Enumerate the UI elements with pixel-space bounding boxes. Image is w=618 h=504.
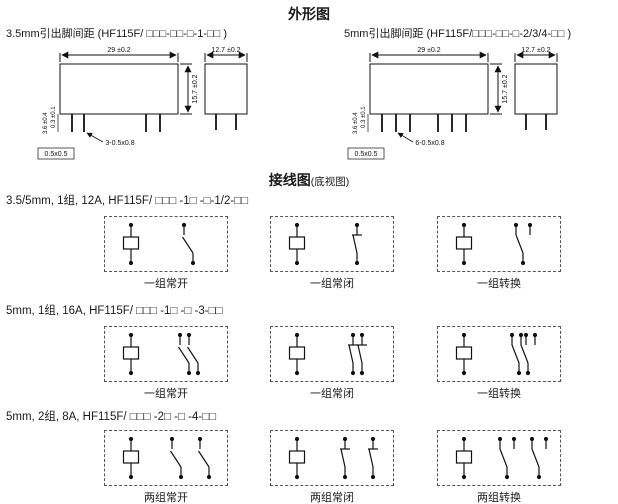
dim-pin-cross-left: 0.5x0.5 [45, 151, 68, 158]
wiring-caption-2b: 一组常闭 [310, 388, 354, 400]
wiring-diagram-16a-no [104, 326, 228, 382]
coil-symbol [122, 222, 140, 266]
outline-front-view-3p5mm: 29 ±0.2 15.7 ±0.2 3.6 ±0.4 0.3 ±0.1 3-0.… [37, 47, 199, 160]
dim-body-width: 29 ±0.2 [107, 47, 130, 54]
wiring-row3-label: 5mm, 2组, 8A, HF115F/ □□□ -2□ -□ -4-□□ [6, 411, 217, 423]
wiring-diagram-2form-c [437, 430, 561, 486]
dim-side-width: 12.7 ±0.2 [211, 47, 240, 54]
nc-contact-symbol [347, 332, 359, 376]
wiring-caption-1b: 一组常闭 [310, 278, 354, 290]
outline-front-view-5mm: 29 ±0.2 15.7 ±0.2 3.6 ±0.4 0.3 ±0.1 6-0.… [347, 47, 509, 160]
wiring-caption-2c: 一组转换 [477, 388, 521, 400]
nc-contact-symbol [367, 436, 379, 480]
dim-pin-length: 3.6 ±0.4 [43, 112, 49, 134]
wiring-diagram-1form-a [104, 216, 228, 272]
dim-height-2: 15.7 ±0.2 [502, 74, 509, 103]
coil-symbol [455, 222, 473, 266]
wiring-title-text: 接线图 [268, 172, 311, 188]
wiring-row1-label: 3.5/5mm, 1组, 12A, HF115F/ □□□ -1□ -□-1/2… [6, 195, 249, 207]
wiring-diagram-1form-b [270, 216, 394, 272]
outline-section-title: 外形图 [288, 6, 330, 22]
no-contact-symbol [169, 436, 184, 480]
co-contact-symbol [509, 332, 529, 376]
coil-symbol [122, 436, 140, 480]
dim-standoff: 0.3 ±0.1 [51, 106, 57, 128]
coil-symbol [455, 436, 473, 480]
no-contact-symbol [197, 436, 212, 480]
coil-symbol [122, 332, 140, 376]
dim-body-width-2: 29 ±0.2 [417, 47, 440, 54]
wiring-caption-2a: 一组常开 [144, 388, 188, 400]
wiring-caption-3a: 两组常开 [144, 492, 188, 504]
wiring-diagram-2form-a [104, 430, 228, 486]
outline-side-view-3p5mm: 12.7 ±0.2 [204, 47, 248, 130]
dim-side-width-2: 12.7 ±0.2 [521, 47, 550, 54]
coil-symbol [288, 332, 306, 376]
wiring-caption-3c: 两组转换 [477, 492, 521, 504]
dim-height: 15.7 ±0.2 [192, 74, 199, 103]
wiring-caption-1a: 一组常开 [144, 278, 188, 290]
wiring-caption-1c: 一组转换 [477, 278, 521, 290]
dim-standoff-2: 0.3 ±0.1 [361, 106, 367, 128]
nc-contact-symbol [339, 436, 351, 480]
nc-contact-symbol [356, 332, 368, 376]
dim-pin-length-2: 3.6 ±0.4 [353, 112, 359, 134]
wiring-diagram-16a-co [437, 326, 561, 382]
wiring-diagram-16a-nc [270, 326, 394, 382]
outline-left-label: 3.5mm引出脚间距 (HF115F/ □□□-□□-□-1-□□ ) [6, 28, 228, 40]
wiring-row2-label: 5mm, 1组, 16A, HF115F/ □□□ -1□ -□ -3-□□ [6, 305, 223, 317]
wiring-caption-3b: 两组常闭 [310, 492, 354, 504]
co-contact-symbol [497, 436, 517, 480]
coil-symbol [288, 436, 306, 480]
wiring-section-title: 接线图(底视图) [0, 170, 618, 190]
co-contact-symbol [513, 222, 533, 266]
nc-contact-symbol [351, 222, 363, 266]
outline-side-view-5mm: 12.7 ±0.2 [514, 47, 558, 130]
wiring-diagram-2form-b [270, 430, 394, 486]
wiring-diagram-1form-c [437, 216, 561, 272]
coil-symbol [288, 222, 306, 266]
dim-pin-cross-right: 0.5x0.5 [355, 151, 378, 158]
outline-right-label: 5mm引出脚间距 (HF115F/□□□-□□-□-2/3/4-□□ ) [344, 28, 572, 40]
dim-pin-note-left: 3-0.5x0.8 [105, 140, 134, 147]
co-contact-symbol [518, 332, 538, 376]
wiring-title-note: (底视图) [310, 176, 350, 188]
dim-pin-note-right: 6-0.5x0.8 [415, 140, 444, 147]
outline-drawings: 29 ±0.2 15.7 ±0.2 3.6 ±0.4 0.3 ±0.1 3-0.… [37, 47, 558, 160]
co-contact-symbol [529, 436, 549, 480]
no-contact-symbol [181, 222, 196, 266]
coil-symbol [455, 332, 473, 376]
